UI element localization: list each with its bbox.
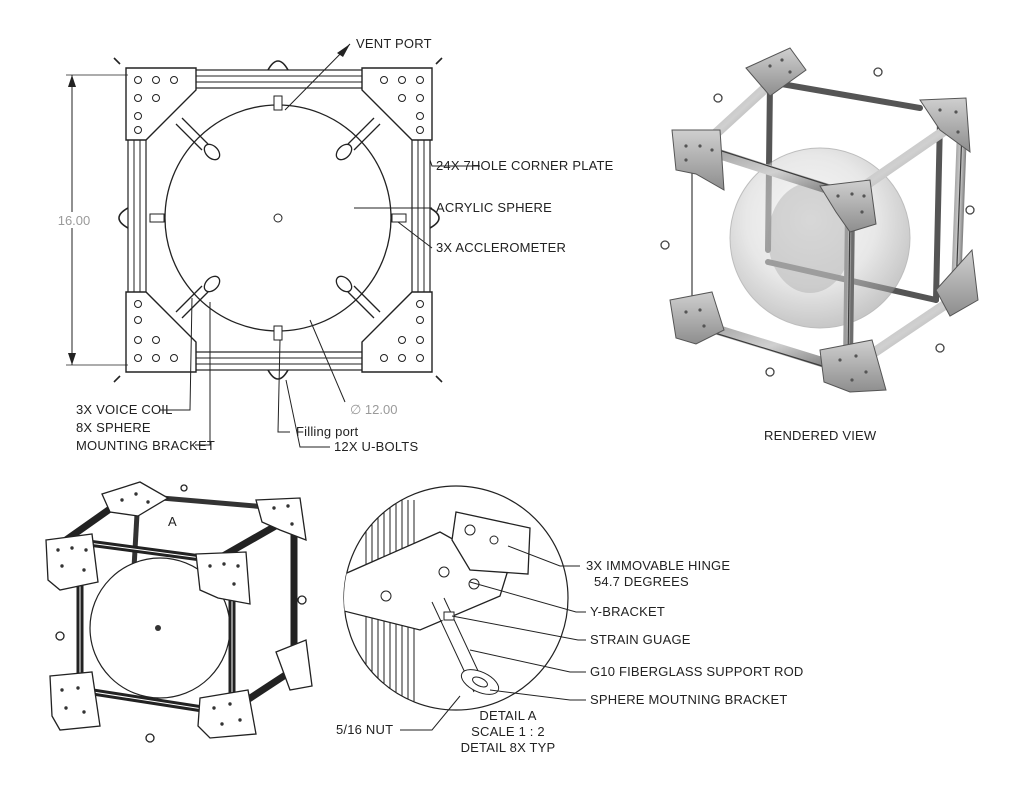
label-y-bracket: Y-BRACKET [590, 604, 665, 619]
label-sphere-bracket-2: MOUNTING BRACKET [76, 438, 215, 453]
rendered-view: RENDERED VIEW [660, 47, 979, 443]
label-sphere-mounting-bracket: SPHERE MOUTNING BRACKET [590, 692, 787, 707]
sphere-diameter: ∅ 12.00 [350, 402, 397, 417]
height-value: 16.00 [58, 213, 91, 228]
top-view: 16.00 VENT PORT 24X 7HOLE CORNER PLATE A… [54, 36, 614, 454]
u-bolts [113, 57, 443, 383]
corner-plates [125, 67, 433, 373]
label-accelerometer: 3X ACCLEROMETER [436, 240, 566, 255]
label-support-rod: G10 FIBERGLASS SUPPORT ROD [590, 664, 804, 679]
label-corner-plate: 24X 7HOLE CORNER PLATE [436, 158, 614, 173]
label-acrylic-sphere: ACRYLIC SPHERE [436, 200, 552, 215]
detail-title: DETAIL A [479, 708, 536, 723]
label-sphere-bracket-1: 8X SPHERE [76, 420, 151, 435]
label-u-bolts: 12X U-BOLTS [334, 439, 418, 454]
label-strain-gauge: STRAIN GUAGE [590, 632, 691, 647]
detail-count: DETAIL 8X TYP [461, 740, 556, 755]
label-rendered-view: RENDERED VIEW [764, 428, 877, 443]
label-nut: 5/16 NUT [336, 722, 393, 737]
detail-a-view: 3X IMMOVABLE HINGE 54.7 DEGREES Y-BRACKE… [336, 485, 804, 755]
label-immovable-hinge-1: 3X IMMOVABLE HINGE [586, 558, 730, 573]
height-dimension: 16.00 [54, 74, 128, 366]
label-vent-port: VENT PORT [356, 36, 432, 51]
label-voice-coil: 3X VOICE COIL [76, 402, 173, 417]
sphere-brackets [175, 117, 381, 319]
detail-callout-letter: A [168, 514, 177, 529]
detail-scale: SCALE 1 : 2 [471, 724, 545, 739]
label-immovable-hinge-2: 54.7 DEGREES [594, 574, 689, 589]
isometric-view: A [45, 481, 313, 743]
label-filling-port: Filling port [296, 424, 359, 439]
